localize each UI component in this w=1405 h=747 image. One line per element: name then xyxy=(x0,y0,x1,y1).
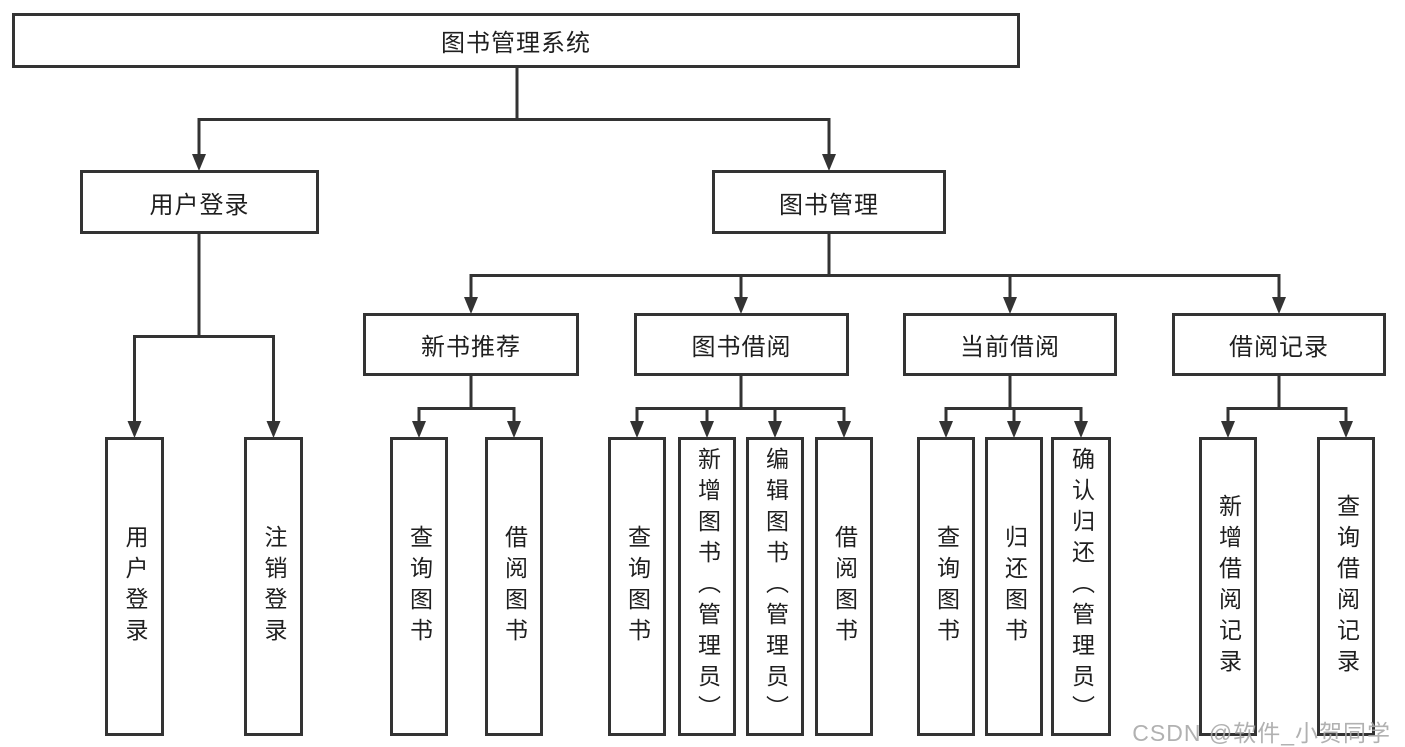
leaf-edit-books-admin: 编辑图书（管理员） xyxy=(746,437,804,736)
leaf-query-books-borrow: 查询图书 xyxy=(608,437,666,736)
leaf-query-books-current: 查询图书 xyxy=(917,437,975,736)
node-user-login: 用户登录 xyxy=(80,170,319,234)
leaf-user-login: 用户登录 xyxy=(105,437,164,736)
node-book-borrow: 图书借阅 xyxy=(634,313,849,376)
node-library-management-system: 图书管理系统 xyxy=(12,13,1020,68)
node-book-management: 图书管理 xyxy=(712,170,946,234)
connector-paths xyxy=(133,68,1348,422)
leaf-borrow-books: 借阅图书 xyxy=(815,437,873,736)
leaf-add-books-admin: 新增图书（管理员） xyxy=(678,437,736,736)
leaf-confirm-return-admin: 确认归还（管理员） xyxy=(1051,437,1111,736)
node-new-book-recommend: 新书推荐 xyxy=(363,313,579,376)
leaf-logout: 注销登录 xyxy=(244,437,303,736)
leaf-query-borrow-record: 查询借阅记录 xyxy=(1317,437,1375,736)
arrowheads xyxy=(127,154,1353,438)
leaf-query-books-recommend: 查询图书 xyxy=(390,437,448,736)
node-borrow-records: 借阅记录 xyxy=(1172,313,1386,376)
leaf-return-books: 归还图书 xyxy=(985,437,1043,736)
csdn-watermark: CSDN @软件_小贺同学 xyxy=(1132,720,1391,746)
leaf-borrow-books-recommend: 借阅图书 xyxy=(485,437,543,736)
node-current-borrow: 当前借阅 xyxy=(903,313,1117,376)
leaf-add-borrow-record: 新增借阅记录 xyxy=(1199,437,1257,736)
